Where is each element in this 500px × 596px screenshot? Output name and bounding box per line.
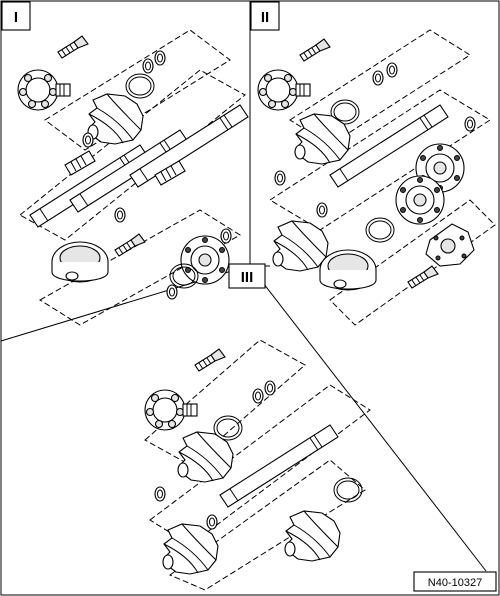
inner-joint-housing-icon [319, 249, 377, 291]
group-outline [44, 29, 231, 151]
svg-text:III: III [241, 269, 254, 286]
drive-shaft-icon [129, 104, 249, 188]
retaining-ring-icon [154, 50, 166, 66]
group-outline [168, 459, 366, 591]
clamp-icon [125, 73, 155, 99]
boot-icon [272, 220, 329, 272]
panel-label-ii: II [250, 1, 280, 31]
bolt-icon [57, 35, 89, 59]
group-outline [269, 89, 491, 231]
ring-icon [82, 132, 94, 148]
reference-number: N40-10327 [428, 577, 482, 589]
bolt-icon [407, 265, 439, 289]
svg-text:II: II [261, 9, 269, 26]
group-outline [149, 384, 371, 546]
panel-iii-parts [144, 339, 371, 591]
retaining-ring-icon [264, 380, 276, 396]
ring-icon [274, 170, 286, 186]
outer-cv-joint-icon [17, 69, 71, 111]
bolt-icon [194, 348, 226, 372]
ring-icon [220, 228, 232, 244]
flange-joint-icon [180, 235, 230, 285]
group-outline [39, 209, 241, 326]
retaining-ring-icon [386, 62, 398, 78]
group-outline [329, 199, 496, 326]
boot-icon [284, 510, 341, 562]
ring-icon [316, 202, 328, 218]
clamp-icon [365, 217, 395, 243]
ring-icon [464, 116, 476, 132]
washer-icon [372, 70, 384, 86]
panel-divider-right [249, 265, 487, 572]
svg-text:I: I [14, 9, 18, 26]
drive-shaft-icon [219, 424, 339, 508]
ring-icon [114, 207, 126, 223]
panel-label-iii: III [228, 263, 266, 289]
ring-icon [206, 514, 218, 530]
outer-cv-joint-icon [257, 69, 311, 111]
outer-cv-joint-icon [144, 389, 198, 431]
clamp-icon [333, 477, 363, 503]
bracket-icon [425, 223, 475, 267]
ring-icon [166, 284, 178, 300]
washer-icon [142, 58, 154, 74]
boot-icon [87, 93, 144, 145]
group-outline [289, 29, 471, 146]
boot-icon [162, 523, 219, 575]
washer-icon [252, 388, 264, 404]
ring-icon [154, 486, 166, 502]
spline-icon [64, 150, 96, 176]
flange-joint-icon [395, 175, 445, 225]
bolt-icon [114, 233, 146, 257]
group-outline [144, 339, 306, 466]
panel-i-parts [17, 29, 249, 326]
reference-number-box: N40-10327 [413, 571, 497, 592]
inner-joint-housing-icon [51, 241, 109, 283]
panel-ii-parts [257, 29, 496, 326]
bolt-icon [299, 38, 331, 62]
boot-icon [294, 113, 351, 165]
panel-label-i: I [1, 1, 31, 31]
